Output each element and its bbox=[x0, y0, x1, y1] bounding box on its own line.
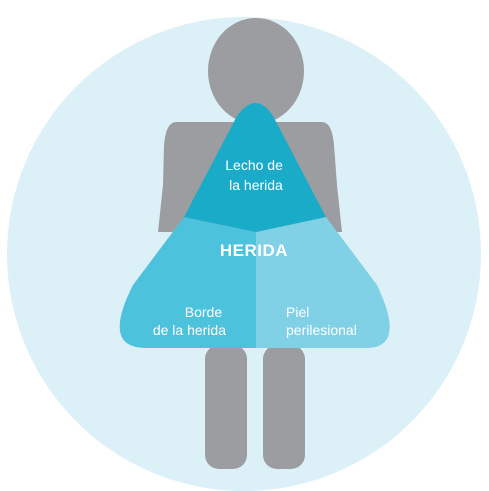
periwound-skin-label: Piel perilesional bbox=[286, 304, 357, 338]
wound-edge-segment bbox=[119, 217, 257, 348]
wound-edge-label: Borde de la herida bbox=[153, 304, 226, 338]
figure-right-leg bbox=[263, 345, 305, 469]
wound-bed-segment bbox=[184, 103, 326, 232]
figure-left-leg bbox=[205, 345, 247, 469]
periwound-skin-label-line2: perilesional bbox=[286, 322, 357, 338]
wound-label: HERIDA bbox=[220, 241, 288, 260]
wound-bed-label: Lecho de la herida bbox=[225, 157, 287, 193]
periwound-skin-label-line1: Piel bbox=[286, 304, 309, 320]
wound-bed-label-line2: la herida bbox=[229, 177, 283, 193]
wound-edge-label-line1: Borde bbox=[185, 304, 223, 320]
figure-head bbox=[208, 18, 304, 124]
wound-bed-label-line1: Lecho de bbox=[225, 157, 283, 173]
periwound-skin-segment bbox=[256, 217, 390, 348]
wound-edge-label-line2: de la herida bbox=[153, 322, 226, 338]
